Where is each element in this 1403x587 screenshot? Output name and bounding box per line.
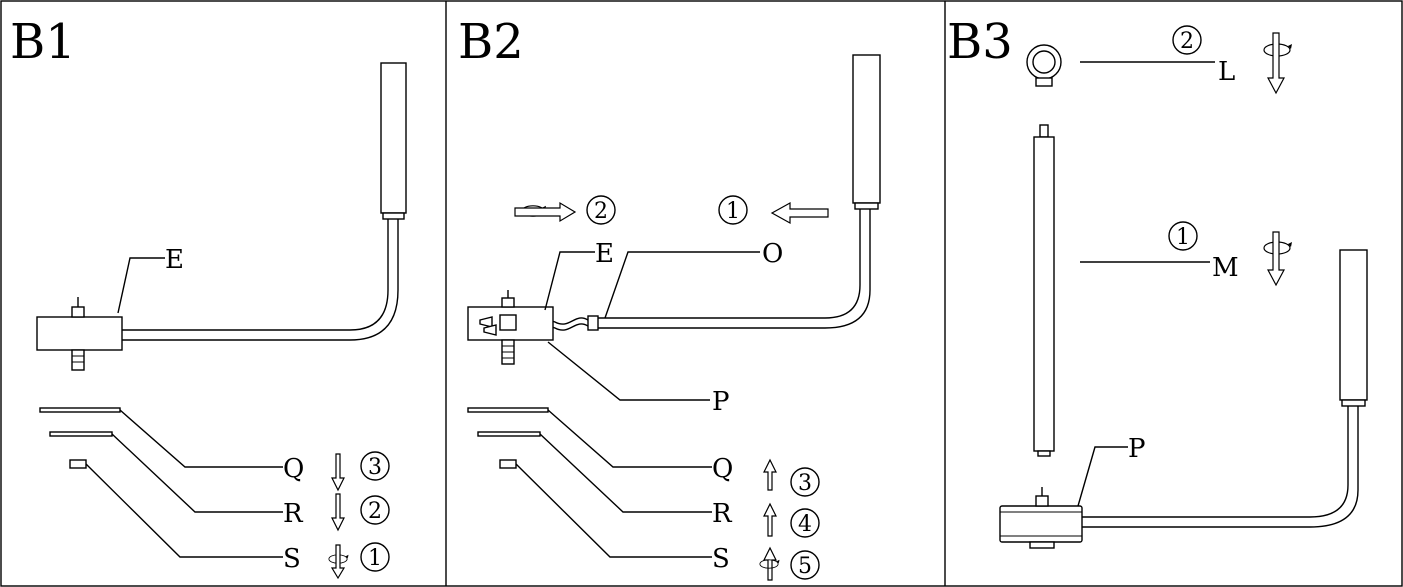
- down-arrow-icon: [331, 493, 345, 532]
- part-label-m: M: [1212, 253, 1239, 283]
- part-label-e: E: [165, 245, 184, 275]
- step-number: 5: [798, 554, 812, 579]
- ring-l: [1026, 44, 1062, 87]
- step-circle: [790, 550, 820, 580]
- washer-q: [467, 407, 549, 413]
- rotate-down-arrow-icon: [1263, 231, 1292, 287]
- rotate-up-arrow-icon: [759, 546, 780, 581]
- down-arrow-icon: [331, 453, 345, 492]
- panel-b1: B1 E Q R S: [10, 14, 407, 580]
- panel-b1-title: B1: [10, 14, 76, 70]
- step-number: 2: [368, 499, 382, 524]
- rotate-down-arrow-icon: [1263, 32, 1292, 95]
- up-arrow-icon: [763, 502, 777, 537]
- step-number: 1: [368, 546, 382, 571]
- step-circle: [790, 467, 820, 497]
- part-label-q: Q: [283, 454, 304, 484]
- nut-s: [499, 459, 517, 469]
- step-number: 3: [798, 471, 812, 496]
- lamp-arm-b1: [36, 62, 407, 371]
- step-circle: [790, 508, 820, 538]
- step-number: 4: [798, 512, 812, 537]
- part-label-o: O: [762, 239, 783, 269]
- step-number: 1: [1176, 225, 1190, 250]
- rotate-down-arrow-icon: [328, 544, 349, 580]
- washer-q: [39, 407, 121, 413]
- step-circle: [1168, 221, 1198, 251]
- part-label-q: Q: [712, 454, 733, 484]
- part-label-s: S: [712, 544, 730, 574]
- panel-b2-title: B2: [458, 14, 524, 70]
- washer-r: [477, 431, 541, 437]
- part-label-r: R: [712, 499, 733, 529]
- lamp-arm-b2: [467, 54, 881, 365]
- part-label-e: E: [595, 239, 614, 269]
- rotate-right-arrow-icon: [514, 201, 577, 223]
- step-number: 3: [368, 455, 382, 480]
- left-arrow-icon: [770, 201, 829, 225]
- step-circle: [360, 542, 390, 572]
- step-number: 2: [594, 199, 608, 224]
- part-label-s: S: [283, 544, 301, 574]
- step-circle: [360, 451, 390, 481]
- rod-m: [1033, 124, 1055, 457]
- lamp-arm-b3: [999, 249, 1368, 549]
- step-number: 1: [726, 199, 740, 224]
- panel-b3: B3 2 L 1 M: [947, 14, 1368, 549]
- up-arrow-icon: [763, 458, 777, 491]
- step-circle: [1172, 25, 1202, 55]
- part-label-p: P: [712, 387, 730, 417]
- step-circle: [718, 195, 748, 225]
- step-number: 2: [1180, 29, 1194, 54]
- nut-s: [69, 459, 87, 469]
- step-circle: [586, 195, 616, 225]
- panel-b2: B2 2 1: [458, 14, 881, 581]
- washer-r: [49, 431, 113, 437]
- part-label-r: R: [283, 499, 304, 529]
- part-label-p: P: [1128, 434, 1146, 464]
- part-label-l: L: [1218, 57, 1235, 87]
- panel-b3-title: B3: [947, 14, 1013, 70]
- step-circle: [360, 495, 390, 525]
